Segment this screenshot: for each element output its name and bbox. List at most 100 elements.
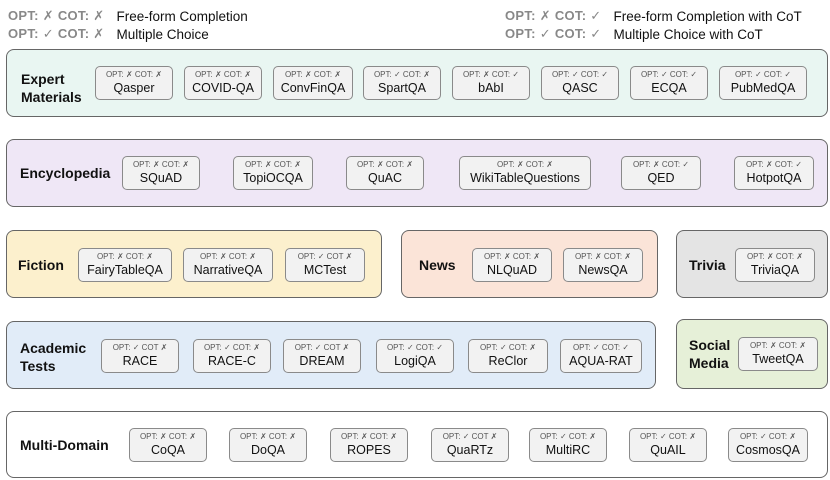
dataset-chip: OPT: ✗ COT: ✗CoQA (129, 428, 207, 462)
dataset-chip: OPT: ✗ COT: ✗DoQA (229, 428, 307, 462)
category-panel-social-media: Social Media OPT: ✗ COT: ✗TweetQA (676, 319, 828, 389)
legend-item: OPT: ✗ COT: ✓ Free-form Completion with … (505, 8, 802, 24)
chip-code: OPT: ✗ COT: ✗ (96, 252, 154, 261)
panel-title: Trivia (689, 257, 726, 273)
chip-name: ECQA (651, 81, 687, 95)
dataset-chip: OPT: ✗ COT: ✓HotpotQA (734, 156, 814, 190)
panel-title: Expert Materials (21, 71, 82, 105)
chip-name: SpartQA (378, 81, 426, 95)
dataset-chip: OPT: ✗ COT: ✓ bAbI (452, 66, 530, 100)
chip-code: OPT: ✗ COT: ✓ (462, 70, 520, 79)
dataset-chip: OPT: ✗ COT: ✗QuAC (346, 156, 424, 190)
chip-code: OPT: ✗ COT: ✗ (284, 70, 342, 79)
dataset-chip: OPT: ✓ COT: ✗RACE-C (193, 339, 271, 373)
panel-title: Encyclopedia (20, 165, 111, 181)
chip-code: OPT: ✗ COT: ✗ (574, 252, 632, 261)
chip-name: FairyTableQA (87, 263, 163, 277)
chip-name: NewsQA (578, 263, 628, 277)
dataset-chip: OPT: ✗ COT: ✗ NarrativeQA (183, 248, 273, 282)
legend-code: OPT: ✓ COT: ✓ (505, 26, 602, 41)
chip-code: OPT: ✗ COT: ✗ (105, 70, 163, 79)
legend-code: OPT: ✗ COT: ✗ (8, 8, 105, 23)
panel-title: Social Media (689, 337, 731, 371)
chip-name: WikiTableQuestions (470, 171, 580, 185)
chip-name: TriviaQA (750, 263, 800, 277)
chip-code: OPT: ✓ COT: ✗ (639, 432, 697, 441)
category-panel-trivia: Trivia OPT: ✗ COT: ✗ TriviaQA (676, 230, 828, 298)
dataset-chip: OPT: ✗ COT: ✗TweetQA (738, 337, 818, 371)
chip-code: OPT: ✗ COT: ✗ (239, 432, 297, 441)
category-panel-multi-domain: Multi-Domain OPT: ✗ COT: ✗CoQA OPT: ✗ CO… (6, 411, 828, 478)
chip-code: OPT: ✓ COT: ✓ (386, 343, 444, 352)
chip-code: OPT: ✗ COT: ✗ (194, 70, 252, 79)
chip-code: OPT: ✓ COT ✗ (297, 252, 353, 261)
chip-name: ConvFinQA (280, 81, 346, 95)
dataset-chip: OPT: ✗ COT: ✗ TriviaQA (735, 248, 815, 282)
dataset-chip: OPT: ✗ COT: ✗ COVID-QA (184, 66, 262, 100)
chip-name: HotpotQA (746, 171, 802, 185)
chip-code: OPT: ✓ COT: ✓ (734, 70, 792, 79)
legend-code: OPT: ✗ COT: ✓ (505, 8, 602, 23)
legend-label: Multiple Choice with CoT (613, 26, 763, 42)
dataset-chip: OPT: ✓ COT: ✗ CosmosQA (728, 428, 808, 462)
chip-code: OPT: ✗ COT: ✗ (746, 252, 804, 261)
chip-name: TopiOCQA (243, 171, 303, 185)
legend-item: OPT: ✗ COT: ✗ Free-form Completion (8, 8, 248, 24)
chip-code: OPT: ✗ COT: ✗ (483, 252, 541, 261)
chip-code: OPT: ✓ COT: ✗ (479, 343, 537, 352)
dataset-chip: OPT: ✗ COT: ✗ NewsQA (563, 248, 643, 282)
chip-code: OPT: ✗ COT: ✗ (496, 160, 554, 169)
panel-title: News (419, 257, 456, 273)
chip-name: SQuAD (139, 171, 183, 185)
dataset-chip: OPT: ✗ COT: ✗ NLQuAD (472, 248, 552, 282)
dataset-chip: OPT: ✓ COT: ✓ AQUA-RAT (560, 339, 642, 373)
chip-name: QASC (562, 81, 598, 95)
chip-code: OPT: ✓ COT: ✓ (640, 70, 698, 79)
legend-label: Free-form Completion with CoT (613, 8, 802, 24)
chip-name: QED (647, 171, 675, 185)
chip-name: Qasper (113, 81, 155, 95)
chip-code: OPT: ✓ COT: ✗ (539, 432, 597, 441)
chip-name: CosmosQA (736, 443, 800, 457)
dataset-chip: OPT: ✓ COT: ✗ MultiRC (529, 428, 607, 462)
dataset-chip: OPT: ✓ COT ✗ DREAM (283, 339, 361, 373)
dataset-chip: OPT: ✓ COT ✗RACE (101, 339, 179, 373)
category-panel-academic-tests: Academic Tests OPT: ✓ COT ✗RACE OPT: ✓ C… (6, 321, 656, 389)
chip-code: OPT: ✓ COT ✗ (294, 343, 350, 352)
chip-name: CoQA (150, 443, 186, 457)
panel-title: Multi-Domain (20, 437, 109, 453)
chip-code: OPT: ✗ COT: ✗ (199, 252, 257, 261)
chip-code: OPT: ✓ COT: ✓ (572, 343, 630, 352)
panel-title: Fiction (18, 257, 64, 273)
category-panel-news: News OPT: ✗ COT: ✗ NLQuAD OPT: ✗ COT: ✗ Ne… (401, 230, 658, 298)
chip-code: OPT: ✗ COT: ✗ (244, 160, 302, 169)
category-panel-expert-materials: Expert Materials OPT: ✗ COT: ✗ Qasper OPT… (6, 49, 828, 117)
legend-item: OPT: ✓ COT: ✓ Multiple Choice with CoT (505, 26, 763, 42)
legend-label: Multiple Choice (116, 26, 209, 42)
chip-code: OPT: ✓ COT: ✓ (551, 70, 609, 79)
chip-code: OPT: ✓ COT ✗ (112, 343, 168, 352)
chip-code: OPT: ✗ COT: ✗ (356, 160, 414, 169)
dataset-chip: OPT: ✓ COT: ✗ SpartQA (363, 66, 441, 100)
chip-name: DREAM (299, 354, 345, 368)
chip-code: OPT: ✓ COT: ✗ (373, 70, 431, 79)
dataset-chip: OPT: ✗ COT: ✗ Qasper (95, 66, 173, 100)
chip-code: OPT: ✗ COT: ✗ (749, 341, 807, 350)
chip-name: COVID-QA (192, 81, 254, 95)
category-panel-encyclopedia: Encyclopedia OPT: ✗ COT: ✗ SQuAD OPT: ✗ C… (6, 139, 828, 207)
chip-name: NarrativeQA (193, 263, 263, 277)
panel-title: Academic Tests (20, 340, 87, 374)
dataset-chip: OPT: ✗ COT: ✗ WikiTableQuestions (459, 156, 591, 190)
dataset-chip: OPT: ✓ COT: ✓ QASC (541, 66, 619, 100)
chip-name: MultiRC (545, 443, 591, 457)
chip-code: OPT: ✓ COT: ✗ (739, 432, 797, 441)
chip-name: ReClor (488, 354, 528, 368)
chip-name: AQUA-RAT (569, 354, 633, 368)
dataset-chip: OPT: ✗ COT: ✗ TopiOCQA (233, 156, 313, 190)
dataset-chip: OPT: ✗ COT: ✗ FairyTableQA (78, 248, 172, 282)
chip-name: bAbI (478, 81, 504, 95)
legend-label: Free-form Completion (116, 8, 248, 24)
legend-item: OPT: ✓ COT: ✗ Multiple Choice (8, 26, 209, 42)
dataset-chip: OPT: ✓ COT ✗MCTest (285, 248, 365, 282)
chip-name: NLQuAD (486, 263, 538, 277)
